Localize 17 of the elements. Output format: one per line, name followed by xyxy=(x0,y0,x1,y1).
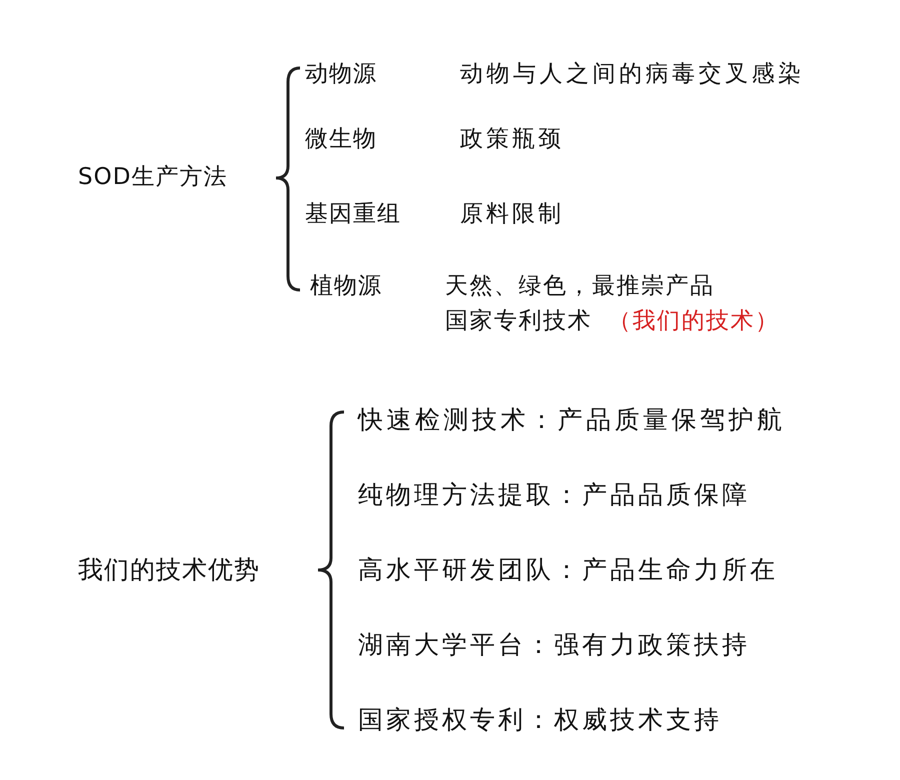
label-text: 我们的技术优势 xyxy=(78,555,260,585)
label-text: 快速检测技术：产品质量保驾护航 xyxy=(358,405,786,435)
label-text: 政策瓶颈 xyxy=(460,126,564,154)
label-text: SOD生产方法 xyxy=(78,164,228,192)
label-text: 高水平研发团队：产品生命力所在 xyxy=(358,555,778,585)
label-text: 国家专利技术 xyxy=(445,308,592,336)
label-text: 天然、绿色，最推崇产品 xyxy=(445,273,714,301)
label-text: 动物源 xyxy=(305,61,377,89)
label-text: 原料限制 xyxy=(460,201,564,229)
label-text: （我们的技术） xyxy=(608,308,780,336)
label-text: 微生物 xyxy=(305,126,377,154)
label-text: 湖南大学平台：强有力政策扶持 xyxy=(358,630,750,660)
label-text: 基因重组 xyxy=(305,201,401,229)
label-text: 植物源 xyxy=(310,273,382,301)
label-text: 纯物理方法提取：产品品质保障 xyxy=(358,480,750,510)
label-text: 动物与人之间的病毒交叉感染 xyxy=(460,61,804,89)
label-text: 国家授权专利：权威技术支持 xyxy=(358,705,722,735)
